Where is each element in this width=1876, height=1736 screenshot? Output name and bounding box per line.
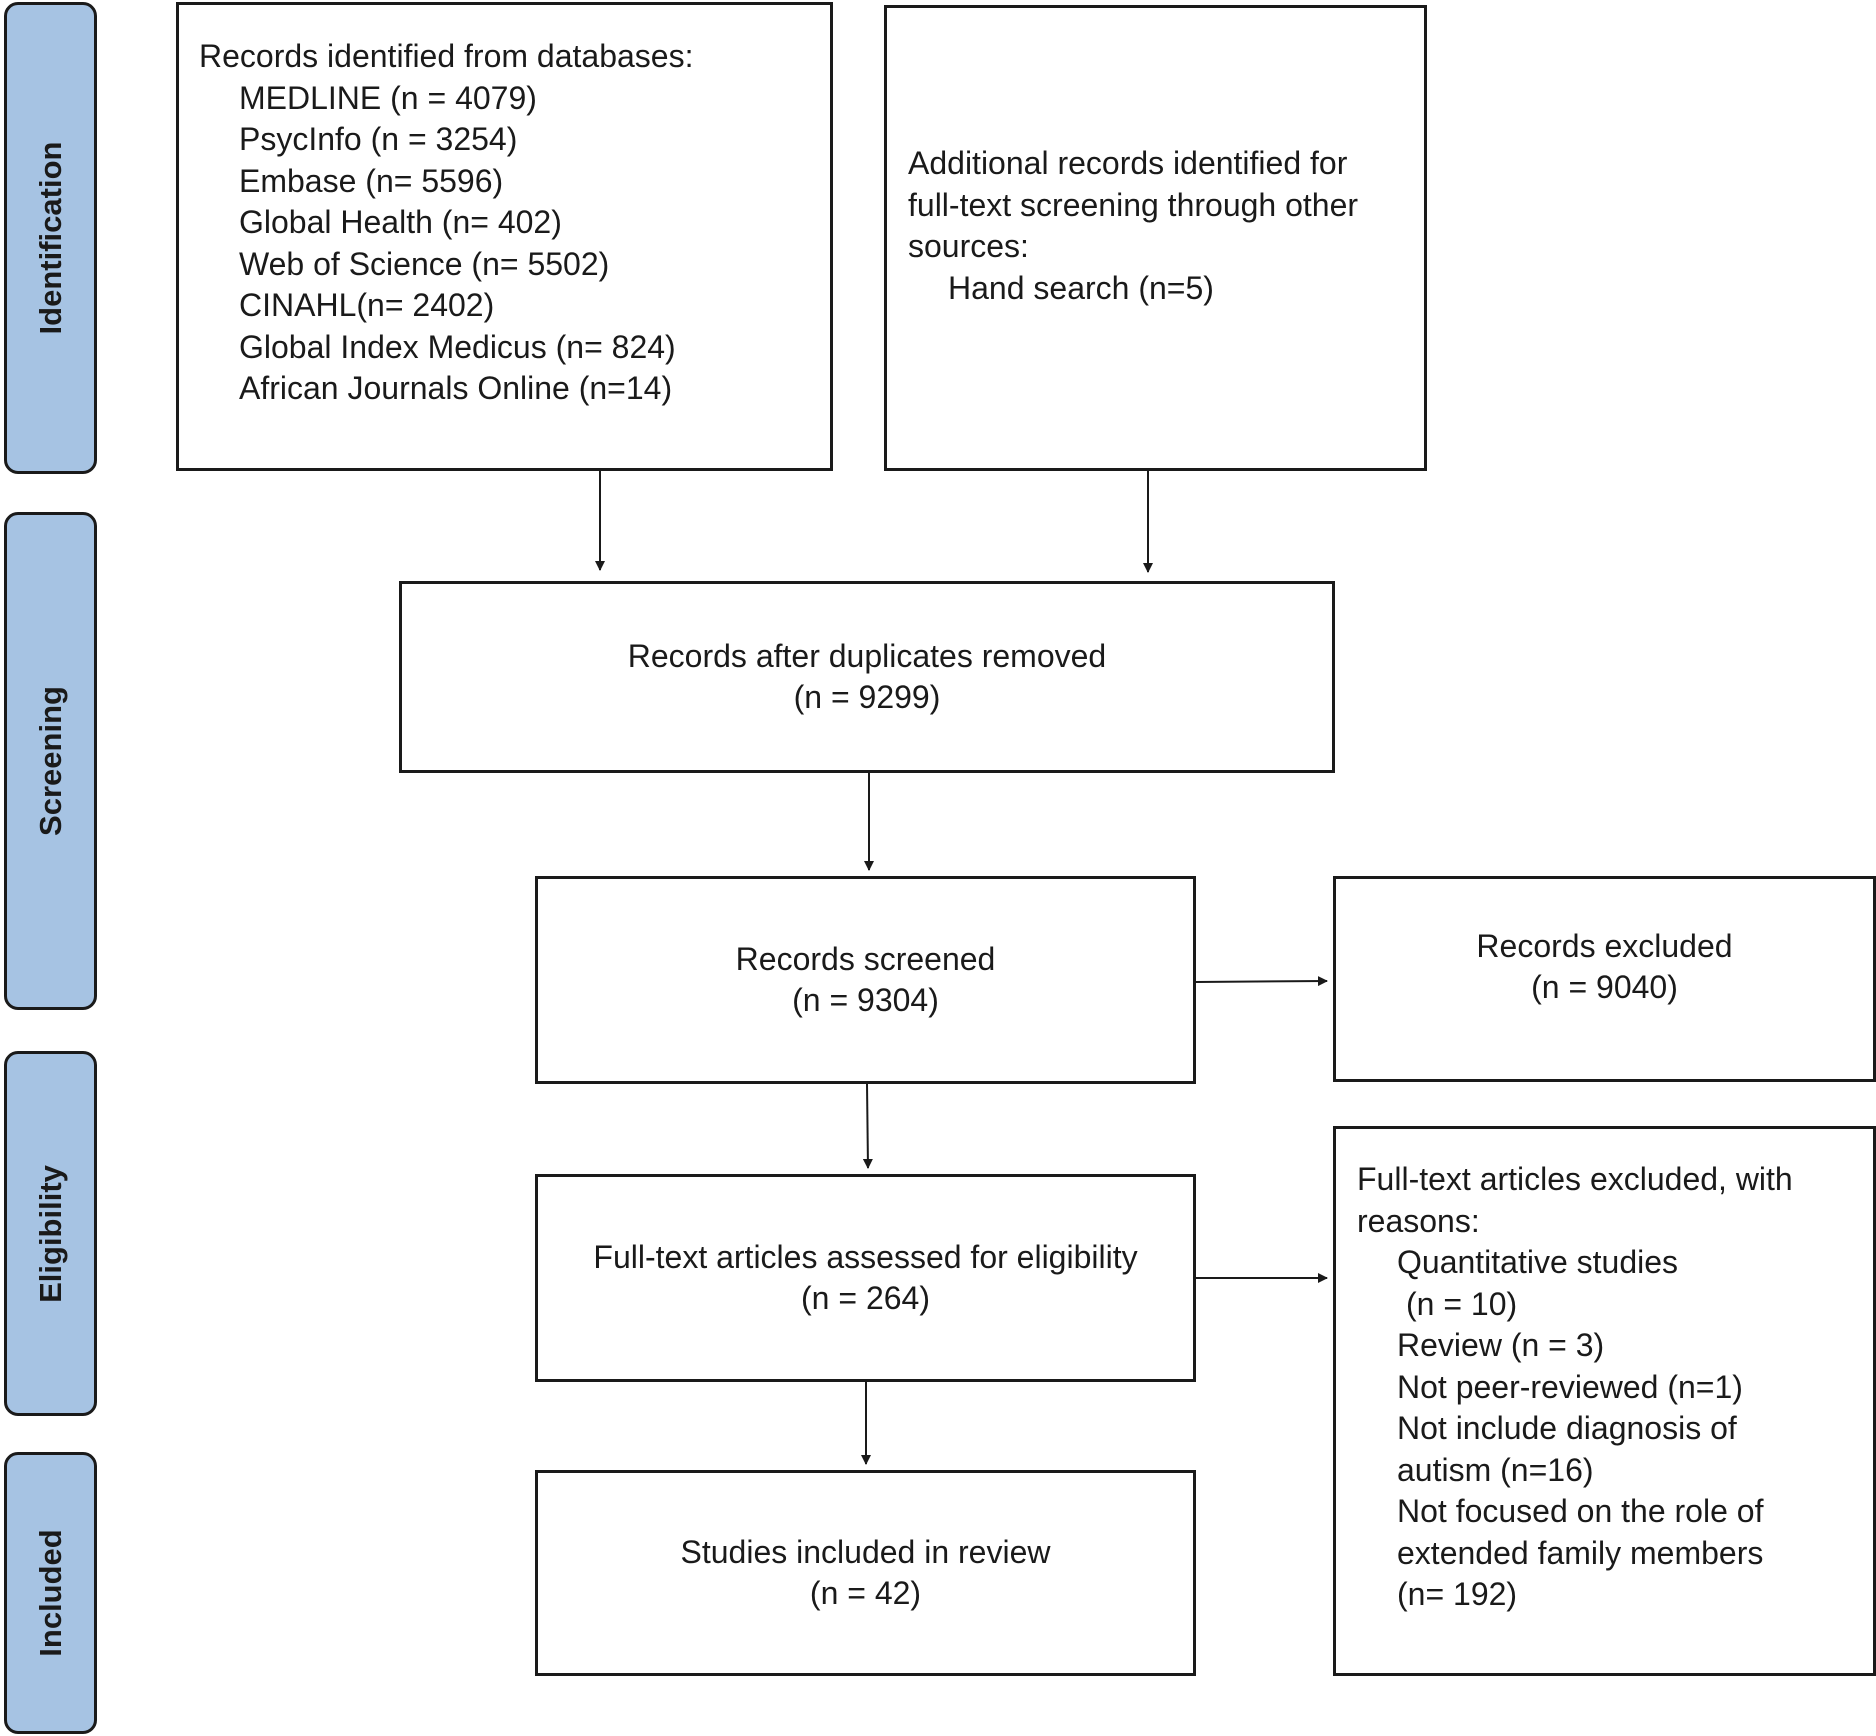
databases-box: Records identified from databases: MEDLI… [176, 2, 833, 471]
exclusion-reason: Not include diagnosis of [1397, 1410, 1737, 1446]
exclusion-reason: Quantitative studies [1397, 1244, 1679, 1280]
fulltext-excluded-box: Full-text articles excluded, with reason… [1333, 1126, 1876, 1676]
screened-count: (n = 9304) [792, 982, 939, 1018]
additional-line: sources: [908, 228, 1029, 264]
database-item: Web of Science (n= 5502) [239, 245, 610, 282]
exclusion-reason: Not peer-reviewed (n=1) [1397, 1368, 1743, 1405]
phase-included: Included [4, 1452, 97, 1734]
fulltext-excluded-line: reasons: [1357, 1202, 1480, 1239]
duplicates-count: (n = 9299) [793, 679, 941, 715]
studies-included-box: Studies included in review (n = 42) [535, 1470, 1196, 1676]
duplicates-label: Records after duplicates removed [627, 637, 1107, 674]
database-item: MEDLINE (n = 4079) [239, 79, 537, 116]
database-item: PsycInfo (n = 3254) [239, 121, 518, 157]
arrow-screened-to-fulltext [862, 1083, 873, 1169]
databases-heading: Records identified from databases: [199, 38, 694, 74]
fulltext-assessed-box: Full-text articles assessed for eligibil… [535, 1174, 1196, 1382]
phase-eligibility: Eligibility [4, 1051, 97, 1416]
excluded-count: (n = 9040) [1531, 969, 1678, 1005]
records-screened-box: Records screened (n = 9304) [535, 876, 1196, 1084]
exclusion-reason: extended family members [1397, 1534, 1764, 1571]
additional-records-box: Additional records identified for full-t… [884, 5, 1427, 471]
fulltext-label: Full-text articles assessed for eligibil… [593, 1238, 1138, 1275]
database-item: Embase (n= 5596) [239, 162, 504, 199]
excluded-label: Records excluded [1476, 927, 1733, 964]
phase-identification: Identification [4, 2, 97, 474]
database-item: African Journals Online (n=14) [239, 370, 673, 406]
screened-label: Records screened [735, 940, 996, 977]
exclusion-reason: (n= 192) [1397, 1576, 1518, 1612]
exclusion-reason: (n = 10) [1406, 1285, 1518, 1322]
exclusion-reason: Not focused on the role of [1397, 1493, 1764, 1529]
fulltext-excluded-line: Full-text articles excluded, with [1357, 1161, 1793, 1197]
additional-line: full-text screening through other [908, 186, 1359, 223]
included-count: (n = 42) [809, 1575, 922, 1611]
database-item: Global Health (n= 402) [239, 204, 562, 240]
database-item: CINAHL(n= 2402) [239, 287, 495, 323]
additional-item: Hand search (n=5) [948, 269, 1214, 306]
included-label: Studies included in review [680, 1533, 1051, 1570]
records-excluded-box: Records excluded (n = 9040) [1333, 876, 1876, 1082]
exclusion-reason: Review (n = 3) [1397, 1327, 1605, 1363]
duplicates-removed-box: Records after duplicates removed (n = 92… [399, 581, 1335, 773]
fulltext-count: (n = 264) [801, 1280, 930, 1316]
exclusion-reason: autism (n=16) [1397, 1451, 1594, 1488]
phase-screening: Screening [4, 512, 97, 1010]
additional-line: Additional records identified for [908, 145, 1348, 181]
arrow-screened-to-excluded [1195, 976, 1328, 987]
database-item: Global Index Medicus (n= 824) [239, 328, 676, 365]
